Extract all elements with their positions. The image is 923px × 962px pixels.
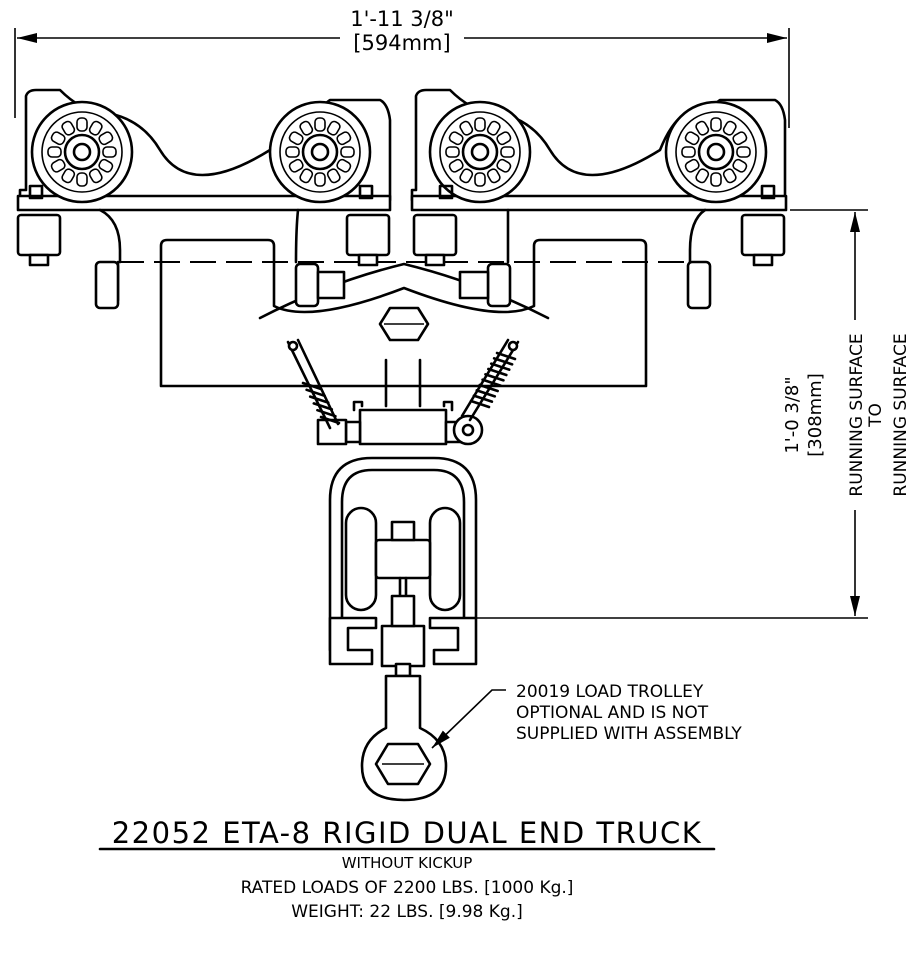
spring-coil <box>312 402 334 411</box>
tread-slot <box>314 117 326 132</box>
spring-coil <box>484 373 505 382</box>
spring-coil <box>478 383 499 393</box>
spring-coil <box>469 399 491 409</box>
callout-line-2: OPTIONAL AND IS NOT <box>516 703 709 723</box>
tread-slot <box>288 131 304 146</box>
tread-slot <box>459 120 474 136</box>
wheel-left-2 <box>268 100 372 204</box>
spring-coil <box>301 381 323 391</box>
tread-slot <box>710 172 722 187</box>
spring-coil <box>319 415 341 425</box>
axle-bolts <box>16 184 786 267</box>
tread-slot <box>326 120 341 136</box>
tread-slot <box>299 168 314 184</box>
tread-slot <box>486 168 501 184</box>
tread-slot <box>47 146 62 158</box>
tread-slot <box>684 158 700 173</box>
callout-line-3: SUPPLIED WITH ASSEMBLY <box>516 724 742 744</box>
tread-slot <box>314 172 326 187</box>
tread-slot <box>88 168 103 184</box>
tread-slot <box>710 117 722 132</box>
tread-slot <box>336 158 352 173</box>
to-label: TO <box>866 403 886 428</box>
tread-slot <box>459 168 474 184</box>
height-metric-label: [308mm] <box>805 373 826 456</box>
wheel-left-1 <box>30 100 134 204</box>
tread-slot <box>681 146 696 158</box>
wheel-right-2 <box>664 100 768 204</box>
tread-slot <box>50 158 66 173</box>
wheel-right-1 <box>428 100 532 204</box>
callout-line-1: 20019 LOAD TROLLEY <box>516 682 704 702</box>
callout: 20019 LOAD TROLLEY OPTIONAL AND IS NOT S… <box>431 682 742 749</box>
tread-slot <box>50 131 66 146</box>
tread-slot <box>500 146 515 158</box>
tread-slot <box>722 168 737 184</box>
tread-slot <box>88 120 103 136</box>
title-block: 22052 ETA-8 RIGID DUAL END TRUCK WITHOUT… <box>98 816 716 922</box>
tread-slot <box>736 146 751 158</box>
tread-slot <box>288 158 304 173</box>
wheel-tread-slots <box>47 117 751 187</box>
tread-slot <box>61 168 76 184</box>
spring-coil <box>481 378 502 387</box>
running-surface-label-2: RUNNING SURFACE <box>891 333 911 496</box>
rated-loads-text: RATED LOADS OF 2200 LBS. [1000 Kg.] <box>241 878 574 898</box>
spring-coil <box>487 367 508 377</box>
tread-slot <box>448 131 464 146</box>
tread-slot <box>695 168 710 184</box>
load-trolley <box>328 456 478 802</box>
spring-coil <box>472 394 494 403</box>
tread-slot <box>98 158 114 173</box>
height-imperial-label: 1'-0 3/8" <box>782 376 803 453</box>
height-dimension: 1'-0 3/8" [308mm] RUNNING SURFACE TO RUN… <box>470 209 911 619</box>
tread-slot <box>102 146 117 158</box>
drawing-subtitle: WITHOUT KICKUP <box>342 854 473 872</box>
spring-coil <box>308 395 330 404</box>
tread-slot <box>285 146 300 158</box>
tread-slot <box>326 168 341 184</box>
width-imperial-label: 1'-11 3/8" <box>350 7 454 31</box>
tread-slot <box>336 131 352 146</box>
center-body <box>116 238 692 388</box>
tread-slot <box>496 158 512 173</box>
tread-slot <box>684 131 700 146</box>
spring-coil <box>316 408 337 418</box>
beam-hex-nuts <box>94 260 712 310</box>
tread-slot <box>695 120 710 136</box>
tread-slot <box>474 172 486 187</box>
springs <box>301 351 517 425</box>
tread-slot <box>76 117 88 132</box>
tread-slot <box>732 158 748 173</box>
tread-slot <box>722 120 737 136</box>
weight-text: WEIGHT: 22 LBS. [9.98 Kg.] <box>291 902 523 922</box>
spring-coil <box>495 351 517 361</box>
tread-slot <box>98 131 114 146</box>
tread-slot <box>732 131 748 146</box>
tread-slot <box>340 146 355 158</box>
width-metric-label: [594mm] <box>353 31 450 55</box>
tread-slot <box>61 120 76 136</box>
spring-coil <box>475 389 497 398</box>
tread-slot <box>474 117 486 132</box>
tread-slot <box>445 146 460 158</box>
spring-coil <box>492 357 514 366</box>
running-surface-label: RUNNING SURFACE <box>847 333 867 496</box>
tread-slot <box>448 158 464 173</box>
tread-slot <box>486 120 501 136</box>
drawing-title: 22052 ETA-8 RIGID DUAL END TRUCK <box>112 816 703 850</box>
tread-slot <box>496 131 512 146</box>
spring-coil <box>305 388 326 398</box>
tread-slot <box>299 120 314 136</box>
spring-coil <box>489 362 511 371</box>
tread-slot <box>76 172 88 187</box>
width-dimension: 1'-11 3/8" [594mm] <box>14 7 790 128</box>
